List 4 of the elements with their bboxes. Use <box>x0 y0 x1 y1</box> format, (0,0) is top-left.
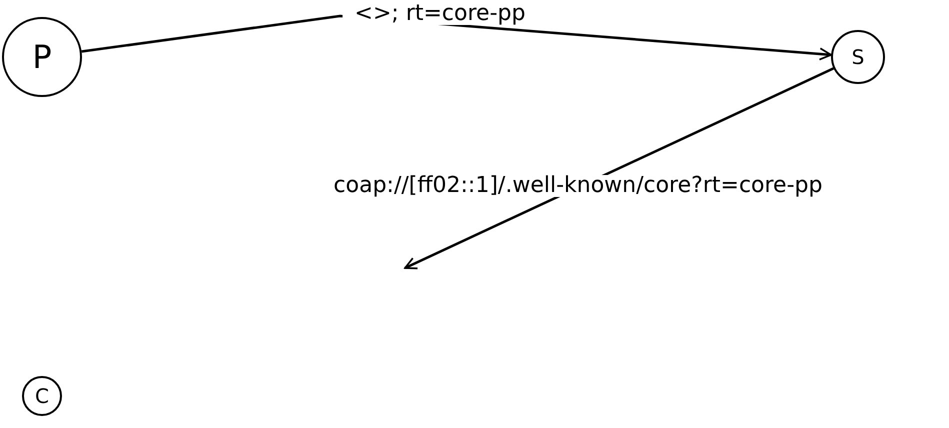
arrow <box>404 67 834 270</box>
node-label: C <box>35 383 49 410</box>
node-label: S <box>852 44 864 71</box>
node-label: P <box>32 37 52 78</box>
